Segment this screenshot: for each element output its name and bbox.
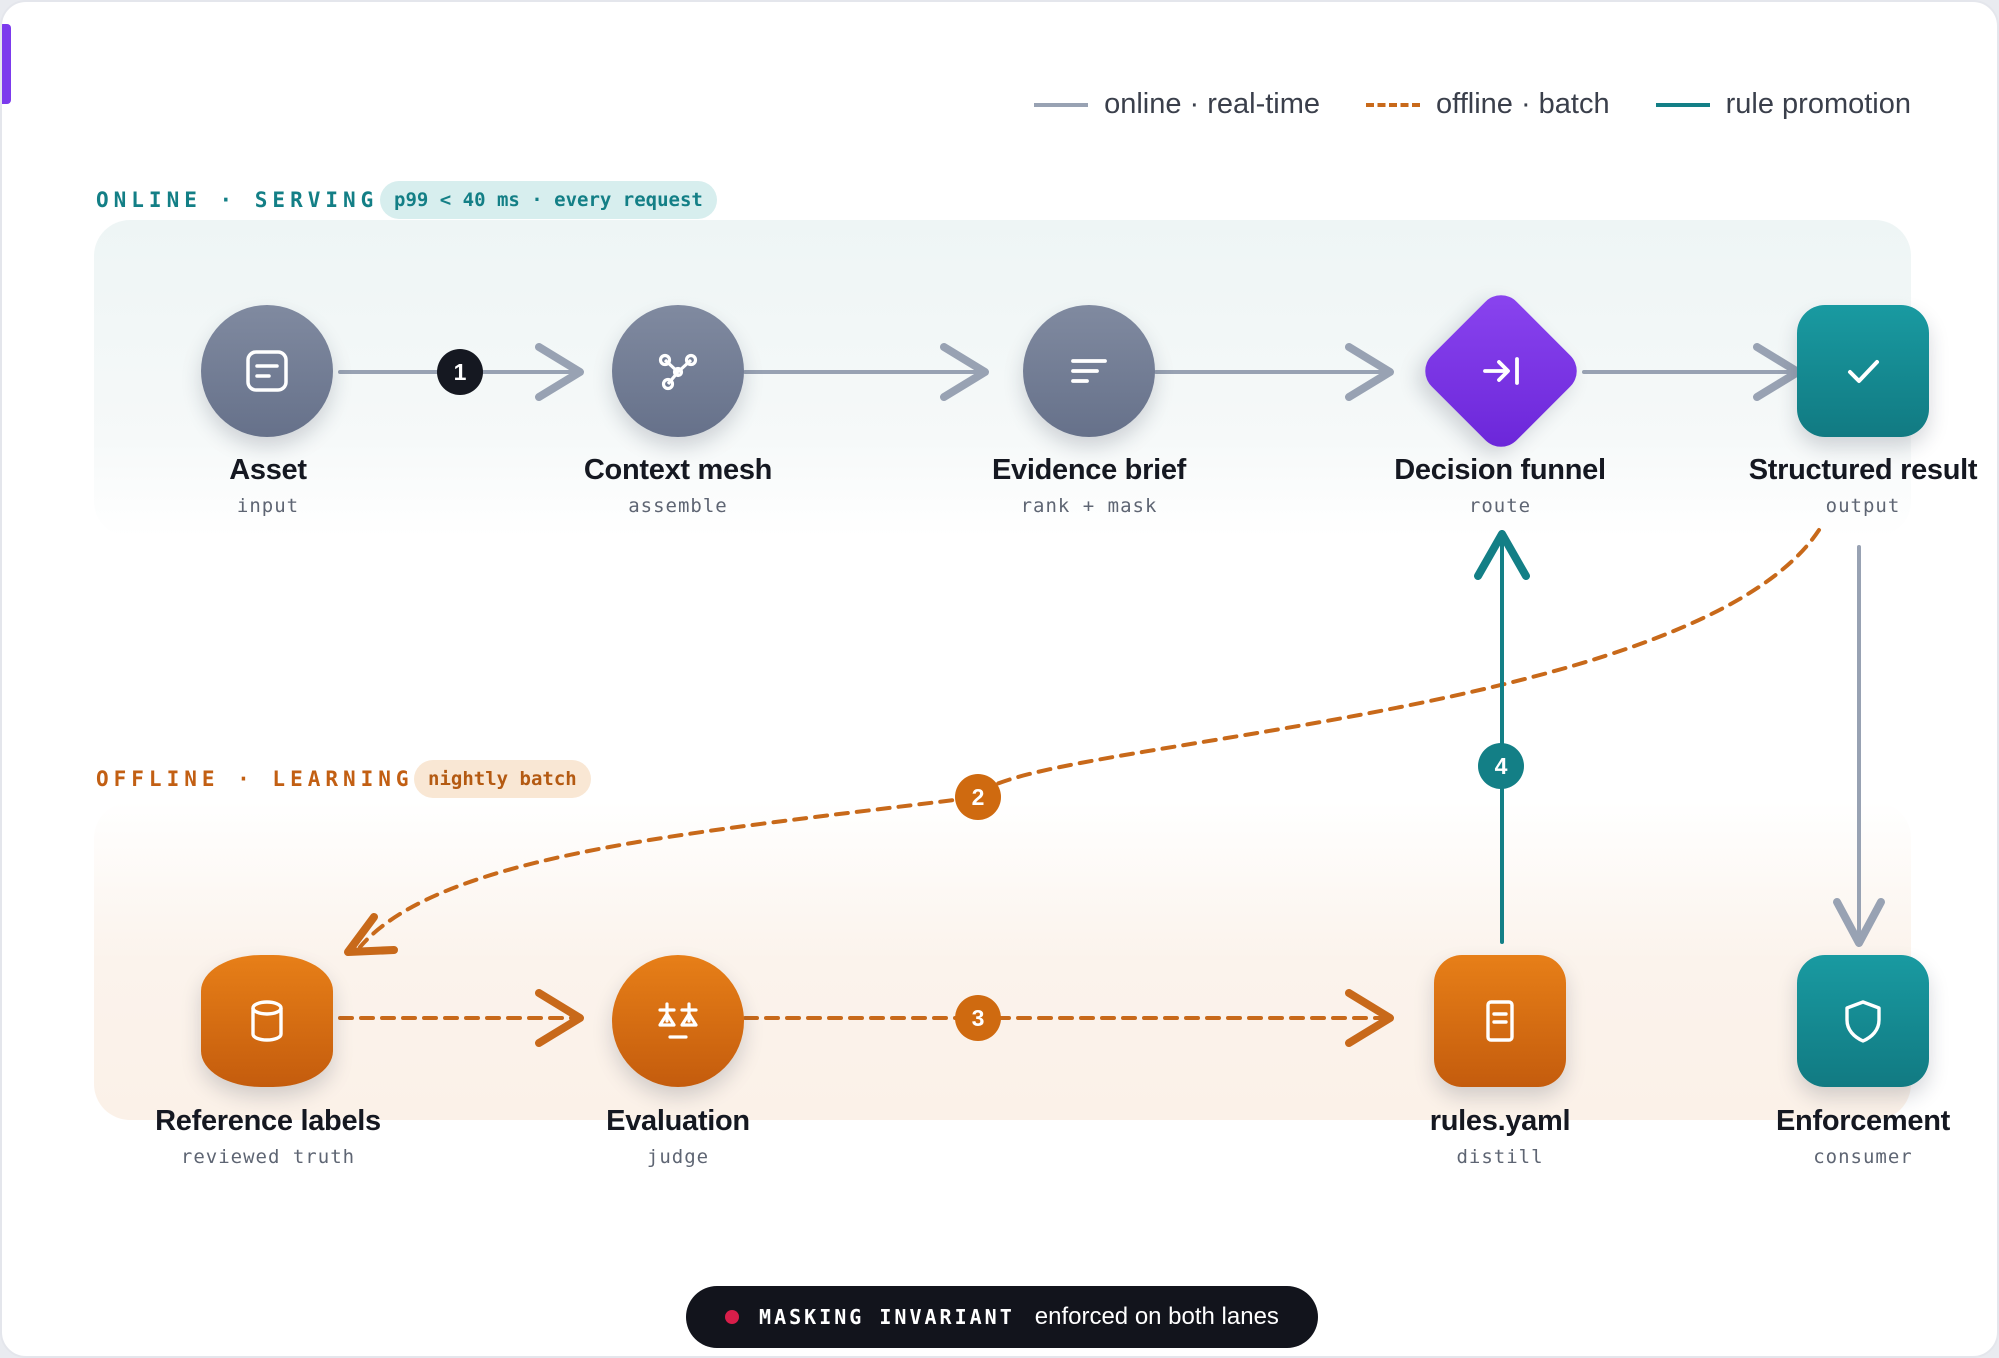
document-icon — [246, 350, 288, 392]
arrowhead-evaluation — [535, 989, 584, 1047]
check-icon — [1848, 360, 1879, 383]
legend-item-promotion: rule promotion — [1655, 88, 1911, 121]
step-badge-1: 1 — [437, 349, 483, 395]
step-badge-4: 4 — [1478, 743, 1524, 789]
structured-result-sub: output — [1825, 495, 1901, 517]
legend-label-promotion: rule promotion — [1725, 88, 1911, 120]
footer-text: enforced on both lanes — [1034, 1303, 1279, 1330]
legend-label-online: online · real-time — [1104, 88, 1321, 120]
shield-icon — [1845, 1000, 1881, 1043]
arrowhead-enforcement — [1833, 898, 1885, 947]
offline-lane-label: OFFLINE · LEARNING — [96, 767, 414, 791]
online-lane-pill: p99 < 40 ms · every request — [380, 181, 717, 219]
asset-node[interactable] — [201, 305, 333, 437]
reference-labels-sub: reviewed truth — [180, 1146, 356, 1168]
enforcement-title: Enforcement — [1776, 1105, 1950, 1137]
status-dot-icon — [725, 1310, 740, 1324]
arrowhead-rules — [1345, 989, 1394, 1047]
accent-bar — [2, 24, 11, 104]
evaluation-sub: judge — [646, 1146, 710, 1168]
legend-label-offline: offline · batch — [1436, 88, 1610, 120]
online-lane-label: ONLINE · SERVING — [96, 188, 379, 212]
masking-invariant-banner: MASKING INVARIANT enforced on both lanes — [686, 1286, 1318, 1348]
decision-funnel-title: Decision funnel — [1394, 454, 1606, 486]
route-arrow-icon — [1483, 357, 1519, 385]
evidence-brief-node[interactable] — [1023, 305, 1155, 437]
evidence-brief-title: Evidence brief — [991, 454, 1187, 486]
decision-funnel-sub: route — [1468, 495, 1532, 517]
legend-swatch-offline — [1366, 102, 1421, 107]
evidence-brief-sub: rank + mask — [1020, 495, 1158, 517]
step-badge-3: 3 — [955, 995, 1001, 1041]
footer-label: MASKING INVARIANT — [759, 1305, 1015, 1329]
decision-funnel-node[interactable] — [1416, 286, 1586, 456]
lines-icon — [1071, 359, 1107, 383]
offline-arrowheads — [344, 913, 1394, 1047]
edge-result-reference — [358, 528, 1821, 949]
arrowhead-context — [535, 343, 584, 401]
asset-title: Asset — [229, 454, 307, 486]
structured-result-title: Structured result — [1748, 454, 1978, 486]
legend-item-offline: offline · batch — [1366, 88, 1610, 121]
evaluation-title: Evaluation — [606, 1105, 750, 1137]
legend-item-online: online · real-time — [1034, 88, 1320, 121]
arrowhead-reference — [344, 913, 398, 956]
asset-sub: input — [236, 495, 300, 517]
graph-icon — [658, 353, 698, 391]
structured-result-node[interactable] — [1797, 305, 1929, 437]
arrowhead-promotion — [1474, 530, 1530, 580]
legend-swatch-online — [1034, 102, 1089, 107]
online-lane — [94, 220, 1911, 537]
scales-icon — [658, 1002, 698, 1039]
offline-edges — [338, 528, 1821, 1020]
legend: online · real-time offline · batch rule … — [1034, 88, 1911, 121]
reference-labels-node[interactable] — [201, 955, 333, 1087]
evaluation-node[interactable] — [612, 955, 744, 1087]
context-mesh-sub: assemble — [628, 495, 728, 517]
step-badge-2: 2 — [955, 774, 1001, 820]
promotion-edges — [1474, 530, 1530, 944]
context-mesh-node[interactable] — [612, 305, 744, 437]
rules-yaml-title: rules.yaml — [1429, 1105, 1571, 1137]
rules-yaml-node[interactable] — [1434, 955, 1566, 1087]
enforcement-sub: consumer — [1813, 1146, 1913, 1168]
arrowhead-evidence — [940, 343, 989, 401]
context-mesh-title: Context mesh — [583, 454, 773, 486]
arrowhead-decision — [1345, 343, 1394, 401]
file-icon — [1486, 1000, 1514, 1042]
database-icon — [251, 1000, 283, 1042]
offline-lane-pill: nightly batch — [414, 760, 591, 798]
enforcement-node[interactable] — [1797, 955, 1929, 1087]
rules-yaml-sub: distill — [1456, 1146, 1544, 1168]
offline-lane — [94, 802, 1911, 1120]
reference-labels-title: Reference labels — [155, 1105, 381, 1137]
legend-swatch-promotion — [1655, 102, 1710, 107]
